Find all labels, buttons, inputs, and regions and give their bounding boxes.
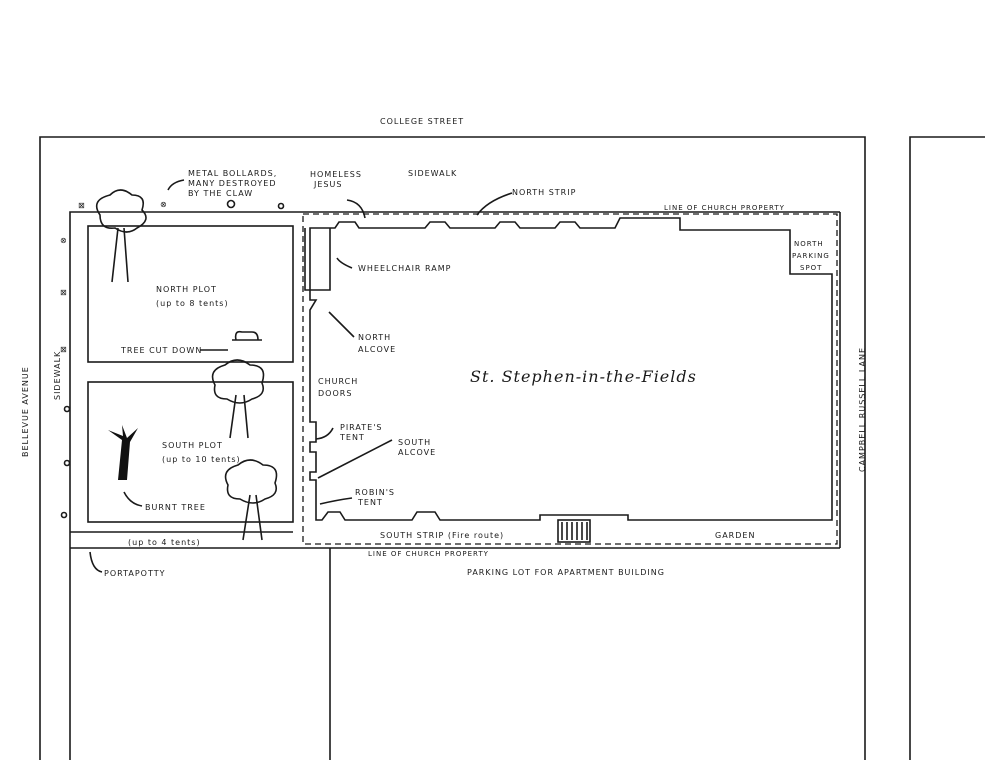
svg-text:PARKING: PARKING	[792, 252, 830, 260]
tree-icon	[95, 189, 147, 283]
steps	[557, 519, 591, 543]
svg-text:TENT: TENT	[357, 498, 383, 507]
church-building	[309, 217, 833, 521]
tree-stump-icon	[232, 330, 262, 341]
svg-text:⊠: ⊠	[60, 288, 68, 297]
tree-icon	[211, 359, 265, 439]
west-sidewalk-label: SIDEWALK	[53, 351, 62, 400]
south-plot-label: SOUTH PLOT	[162, 441, 223, 450]
burnt-tree-label: BURNT TREE	[145, 503, 206, 512]
svg-text:JESUS: JESUS	[313, 180, 342, 189]
bollards-label: METAL BOLLARDS,	[188, 169, 277, 178]
north-parking-label: NORTH	[794, 240, 824, 248]
garden-label: GARDEN	[715, 531, 755, 540]
wheelchair-ramp-label: WHEELCHAIR RAMP	[358, 264, 451, 273]
bollard-icons: ⊠ ⊗ ⊗ ⊠ ⊠	[60, 199, 285, 519]
tree-icon	[224, 459, 278, 541]
svg-text:MANY DESTROYED: MANY DESTROYED	[188, 179, 277, 188]
church-name: St. Stephen-in-the-Fields	[470, 367, 697, 386]
svg-text:ALCOVE: ALCOVE	[398, 448, 436, 457]
street-label-north: COLLEGE STREET	[380, 117, 464, 126]
tree-cut-down-label: TREE CUT DOWN	[120, 346, 202, 355]
street-label-east: CAMPBELL RUSSELL LANE	[858, 347, 867, 472]
pirates-tent-label: PIRATE'S	[340, 423, 383, 432]
strip-tents-label: (up to 4 tents)	[128, 538, 201, 547]
svg-text:BY THE CLAW: BY THE CLAW	[188, 189, 253, 198]
north-plot	[87, 225, 294, 363]
svg-text:TENT: TENT	[339, 433, 365, 442]
south-strip-label: SOUTH STRIP (Fire route)	[380, 531, 504, 540]
svg-text:ALCOVE: ALCOVE	[358, 345, 396, 354]
robins-tent-label: ROBIN'S	[355, 488, 395, 497]
north-alcove-label: NORTH	[358, 333, 391, 342]
block-outline	[39, 136, 985, 760]
portapotty-label: PORTAPOTTY	[104, 569, 165, 578]
parking-lot-label: PARKING LOT FOR APARTMENT BUILDING	[467, 568, 665, 577]
svg-text:(up to 8 tents): (up to 8 tents)	[156, 299, 229, 308]
street-label-west: BELLEVUE AVENUE	[21, 366, 30, 457]
svg-text:SPOT: SPOT	[800, 264, 822, 272]
church-property-line	[302, 213, 838, 545]
homeless-jesus-label: HOMELESS	[310, 170, 362, 179]
burnt-tree-icon	[108, 425, 138, 480]
pointer-arrows	[89, 179, 513, 573]
property-line-north-label: LINE OF CHURCH PROPERTY	[664, 204, 785, 212]
svg-text:⊠: ⊠	[78, 201, 86, 210]
svg-text:⊠: ⊠	[60, 345, 68, 354]
svg-text:DOORS: DOORS	[318, 389, 352, 398]
north-sidewalk-label: SIDEWALK	[408, 169, 457, 178]
svg-text:⊗: ⊗	[60, 236, 68, 245]
south-plot	[87, 381, 294, 523]
svg-text:(up to 10 tents): (up to 10 tents)	[162, 455, 241, 464]
svg-text:⊗: ⊗	[160, 200, 168, 209]
north-strip-label: NORTH STRIP	[512, 188, 576, 197]
south-alcove-label: SOUTH	[398, 438, 431, 447]
wheelchair-ramp	[304, 228, 331, 291]
north-plot-label: NORTH PLOT	[156, 285, 217, 294]
church-doors-label: CHURCH	[318, 377, 358, 386]
property-line-south-label: LINE OF CHURCH PROPERTY	[368, 550, 489, 558]
